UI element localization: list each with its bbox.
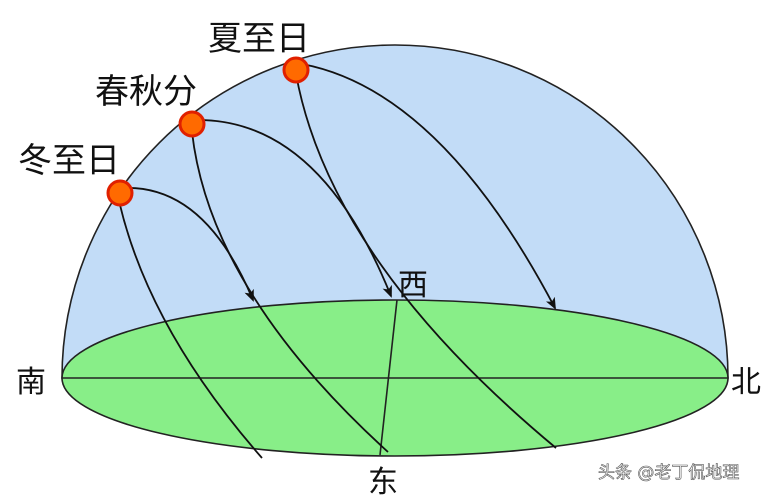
- direction-east: 东: [368, 465, 398, 500]
- label-equinox: 春秋分: [95, 72, 197, 112]
- label-summer-solstice: 夏至日: [208, 19, 310, 59]
- sun-icon: [282, 56, 310, 84]
- sky-dome: [61, 44, 729, 379]
- direction-south: 南: [16, 365, 46, 400]
- label-winter-solstice: 冬至日: [18, 141, 120, 181]
- sun-icon: [106, 179, 134, 207]
- direction-north: 北: [731, 365, 761, 400]
- equinox-path-arrow: [197, 119, 392, 298]
- east-west-axis: [379, 299, 398, 456]
- watermark: 头条 @老丁侃地理: [598, 463, 739, 483]
- direction-west: 西: [398, 268, 428, 303]
- summer-path-lower: [295, 73, 557, 449]
- sun-icon: [178, 110, 206, 138]
- summer-path-arrow: [301, 63, 556, 310]
- winter-path-arrow: [123, 187, 254, 302]
- winter-path-lower: [119, 204, 263, 459]
